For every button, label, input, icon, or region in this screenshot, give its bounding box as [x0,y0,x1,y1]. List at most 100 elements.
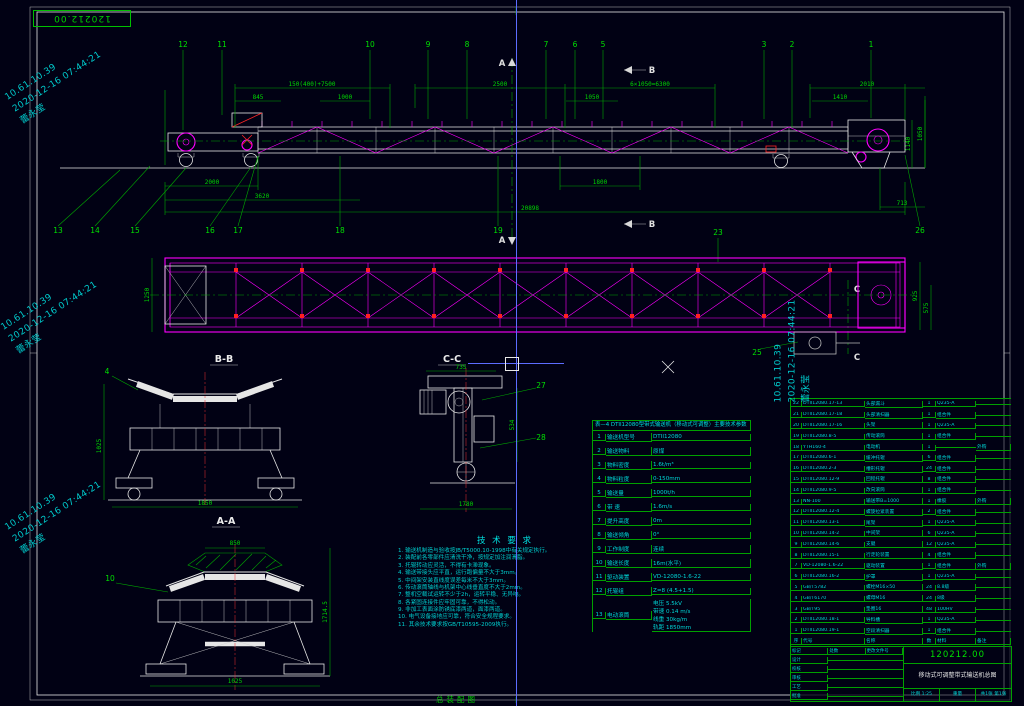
table-row: 校核 [791,665,903,674]
dimension-label: 1025 [228,678,243,685]
table-cell: 10 [593,560,606,568]
balloon-number: 14 [90,226,100,235]
table-cell: 传动滚筒 [865,433,923,441]
table-cell: 12 [593,588,606,596]
balloon-number: 10 [105,574,115,583]
table-cell: DTII12080.16-2 [802,574,865,581]
table-cell: 0m [652,518,751,526]
table-cell: 头架 [865,422,923,430]
bottom-note: 总装配图 [436,695,478,704]
table-cell: 驱动装置 [606,573,652,583]
table-cell: 输送带B=1000 [865,498,923,506]
section-view-aa[interactable]: A-A 850 1025 1714.5 [140,516,331,690]
table-cell: 20 [791,422,802,429]
table-cell: 100HV [936,606,976,613]
table-cell: 1 [923,498,936,505]
table-cell: 24 [923,584,936,591]
table-cell: VD-12080-1.6-22 [802,563,865,570]
table-cell [828,669,866,670]
table-row: 批准 [791,692,903,701]
table-cell [976,414,1011,416]
table-cell: Q235-A [936,401,976,408]
table-cell: 物料密度 [606,461,652,471]
list-item: 3. 托辊转动应灵活，不得有卡滞现象。 [398,562,495,569]
table-cell [976,544,1011,546]
table-cell: 空段清扫器 [865,627,923,635]
dimension-label: 850 [230,540,241,547]
balloon-number: 15 [130,226,140,235]
side-elevation-view[interactable] [60,112,925,169]
cut-label-a: A [499,59,506,69]
table-cell: Q235-A [936,541,976,548]
dimension-label: 735 [456,364,467,371]
crosshair-vertical [516,0,517,706]
table-cell [828,678,866,679]
table-cell: 组合件 [936,476,976,484]
table-cell: 18 [791,444,802,451]
table-cell: DTII12080.12-9 [802,476,865,483]
plan-view[interactable]: 1250 925 575 [144,257,932,355]
table-cell: DTII12080.14-6 [802,541,865,548]
table-cell: 12 [791,509,802,516]
section-view-bb[interactable]: B-B 1850 1025 [96,354,302,508]
table-cell: 11 [593,574,606,582]
drawing-number: 120212.00 [53,13,111,24]
table-cell: 数 [923,638,936,646]
table-cell: DTII12080.2-3 [802,466,865,473]
table-cell: 中间架 [865,530,923,538]
table-cell: 1 [923,574,936,581]
table-cell: DTII12080.13-1 [802,520,865,527]
balloon-number: 8 [465,40,470,49]
table-cell: 批准 [791,693,829,700]
table-cell: 设计 [791,657,829,664]
table-cell [976,490,1011,492]
table-cell [976,479,1011,481]
table-cell: 托辊组 [606,587,652,597]
cut-label-c: C [854,353,860,363]
table-cell: DTII12080.14-2 [802,530,865,537]
table-cell: 输送量 [606,489,652,499]
section-view-cc[interactable]: C-C 735 1780 534 [419,354,518,512]
table-cell [976,609,1011,611]
table-cell: DTII12080.6-1 [802,455,865,462]
table-cell: 工艺 [791,684,829,691]
table-cell: 物料粒度 [606,475,652,485]
dimension-label: 845 [253,94,264,101]
table-cell: 11 [791,520,802,527]
table-cell: 1.6m/s [652,504,751,512]
table-cell: 13 [791,498,802,505]
table-cell: 缓冲托辊 [865,454,923,462]
table-cell: NN-100 [802,498,865,505]
dimension-label: 1850 [198,500,213,507]
table-cell: 护罩 [865,573,923,581]
dimension-label: 1050 [585,94,600,101]
balloon-number: 25 [752,348,762,357]
table-cell [976,403,1011,405]
dimension-label: 150(400)+7500 [289,81,336,88]
title-block-weight: 重量 [940,689,976,701]
balloon-number: 18 [335,226,345,235]
table-cell [865,678,903,679]
table-cell: 1 [923,422,936,429]
dimension-label: 1000 [338,94,353,101]
table-cell: DTII12080.18-1 [802,617,865,624]
table-cell: DTII12080.9-5 [802,487,865,494]
dimension-label: 1410 [833,94,848,101]
title-block-sheet: 共1张 第1张 [980,692,1007,697]
list-item: 5. 中间架安装直线度误差每米不大于3mm。 [398,577,510,584]
table-cell [865,669,903,670]
section-cut-marks: A A B B C C [499,58,860,363]
table-cell [865,660,903,661]
table-cell: 4 [791,595,802,602]
balloon-number: 7 [544,40,549,49]
table-cell: 电动滚筒 [606,610,652,620]
crosshair-pickbox [505,357,519,371]
